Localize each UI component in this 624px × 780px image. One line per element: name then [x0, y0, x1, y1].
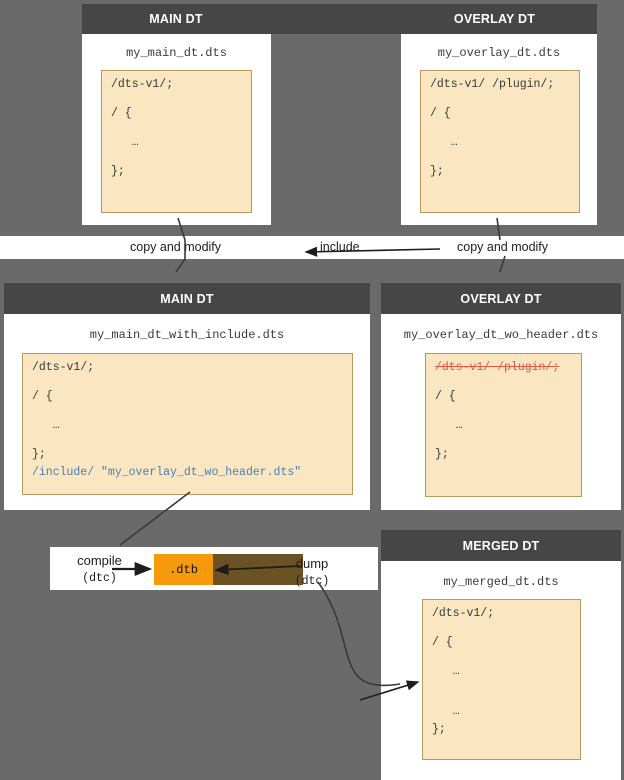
filename-top-main: my_main_dt.dts: [126, 46, 227, 60]
code-line: /dts-v1/;: [432, 607, 495, 620]
dtb-artifact: .dtb: [154, 554, 213, 585]
top-row-header-bar: MAIN DT OVERLAY DT: [82, 4, 597, 34]
code-line: /dts-v1/;: [32, 361, 95, 374]
code-line: / {: [111, 107, 132, 120]
edge-label-copy-modify-left: copy and modify: [130, 240, 222, 254]
code-line: };: [435, 448, 449, 461]
code-line: …: [111, 136, 139, 149]
code-line: / {: [32, 390, 53, 403]
panel-mid-overlay: my_overlay_dt_wo_header.dts /dts-v1/ /pl…: [381, 314, 621, 510]
filename-merged: my_merged_dt.dts: [443, 575, 559, 589]
code-line-struck: /dts-v1/ /plugin/;: [435, 361, 560, 374]
dump-label: dump: [295, 556, 329, 571]
compile-label: compile: [77, 553, 122, 568]
code-line-include: /include/ "my_overlay_dt_wo_header.dts": [32, 467, 343, 485]
code-line: };: [32, 448, 46, 461]
dump-tool: (dtc): [294, 575, 330, 589]
panel-title-merged: MERGED DT: [462, 538, 540, 553]
code-line: …: [432, 665, 460, 678]
code-line: / {: [430, 107, 451, 120]
code-line: };: [111, 165, 125, 178]
code-mid-overlay: /dts-v1/ /plugin/; / { … };: [425, 353, 582, 497]
code-line: /dts-v1/ /plugin/;: [430, 78, 555, 91]
code-merged: /dts-v1/; / { … … };: [422, 599, 581, 760]
panel-title-mid-main: MAIN DT: [160, 291, 214, 306]
panel-header-mid-overlay: OVERLAY DT: [381, 283, 621, 314]
panel-header-mid-main: MAIN DT: [4, 283, 370, 314]
code-line: };: [430, 165, 444, 178]
panel-title-top-overlay: OVERLAY DT: [453, 12, 536, 26]
filename-mid-main: my_main_dt_with_include.dts: [89, 328, 285, 342]
edge-label-include: include: [320, 240, 360, 254]
panel-top-main: my_main_dt.dts /dts-v1/; / { … };: [82, 34, 271, 225]
include-directive: /include/: [32, 466, 95, 479]
code-mid-main: /dts-v1/; / { … }; /include/ "my_overlay…: [22, 353, 353, 495]
compile-step: compile (dtc): [52, 553, 147, 587]
panel-top-overlay: my_overlay_dt.dts /dts-v1/ /plugin/; / {…: [401, 34, 597, 225]
dump-step: dump (dtc): [272, 556, 352, 590]
compile-tool: (dtc): [82, 572, 117, 586]
panel-mid-main: my_main_dt_with_include.dts /dts-v1/; / …: [4, 314, 370, 510]
filename-mid-overlay: my_overlay_dt_wo_header.dts: [403, 328, 599, 342]
panel-merged: my_merged_dt.dts /dts-v1/; / { … … };: [381, 561, 621, 780]
include-target: "my_overlay_dt_wo_header.dts": [101, 466, 302, 479]
panel-header-merged: MERGED DT: [381, 530, 621, 561]
code-line: / {: [435, 390, 456, 403]
panel-title-top-main: MAIN DT: [149, 12, 203, 26]
code-top-main: /dts-v1/; / { … };: [101, 70, 252, 213]
edge-label-copy-modify-right: copy and modify: [457, 240, 549, 254]
code-line: };: [432, 723, 446, 736]
code-line: / {: [432, 636, 453, 649]
code-line: …: [32, 419, 60, 432]
dtb-label: .dtb: [169, 562, 198, 577]
filename-top-overlay: my_overlay_dt.dts: [437, 46, 561, 60]
code-line: /dts-v1/;: [111, 78, 174, 91]
code-line: …: [430, 136, 458, 149]
panel-title-mid-overlay: OVERLAY DT: [460, 291, 542, 306]
code-line: …: [435, 419, 463, 432]
code-line: …: [432, 705, 460, 718]
code-top-overlay: /dts-v1/ /plugin/; / { … };: [420, 70, 580, 213]
